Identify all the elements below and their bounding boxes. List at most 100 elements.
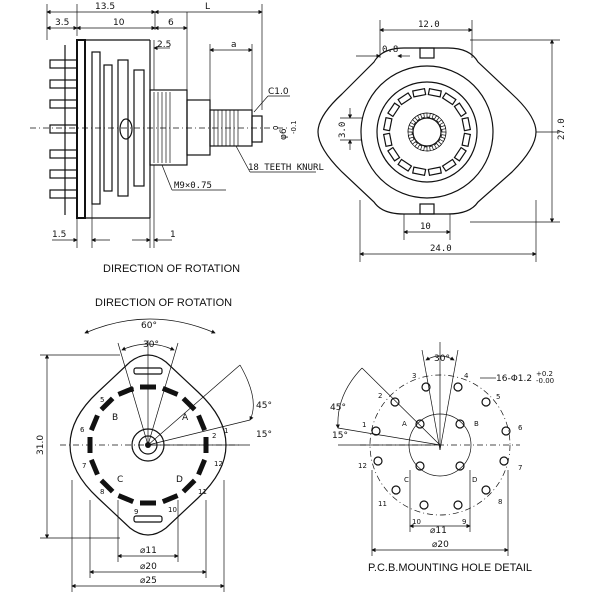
- rot-common-label: D: [176, 475, 183, 485]
- dim-2-5: 2.5: [157, 40, 171, 50]
- slot: [397, 158, 413, 172]
- contact-dash: [181, 396, 197, 412]
- contact-dash: [89, 458, 100, 476]
- contact-dash: [117, 386, 135, 397]
- pcb-terminal-label: 7: [518, 464, 522, 472]
- pcb-common-label: D: [472, 476, 477, 484]
- pcb-terminal-label: 3: [412, 372, 416, 380]
- rot-common-label: A: [182, 413, 189, 423]
- pcb-hole: [391, 485, 401, 495]
- rot-angle-45: 45°: [256, 401, 272, 411]
- dim-6: 6: [168, 18, 174, 28]
- shaft-tol-upper: 0: [272, 126, 280, 130]
- pcb-hole: [371, 426, 381, 436]
- rot-angle-15: 15°: [256, 430, 272, 440]
- pcb-hole: [453, 382, 463, 392]
- dim-24: 24.0: [430, 244, 452, 254]
- pcb-hole: [453, 500, 463, 510]
- rot-terminal-label: 7: [82, 462, 86, 470]
- pcb-common-hole: [455, 461, 465, 471]
- pcb-common-label: C: [404, 476, 409, 484]
- holes-tol-upper: +0.2: [536, 370, 553, 378]
- rot-terminal-label: 10: [168, 506, 177, 514]
- rotation-view: DIRECTION OF ROTATION 60° 30° 45° 15° 12…: [36, 297, 272, 592]
- dim-1-5: 1.5: [52, 230, 66, 240]
- knurl-label: 18 TEETH KNURL: [248, 163, 324, 173]
- dim-31: 31.0: [36, 435, 46, 455]
- thread-label: M9×0.75: [174, 181, 212, 191]
- shaft-dia-label: φ6: [279, 128, 289, 140]
- pcb-hole: [499, 456, 509, 466]
- pcb-hole: [373, 456, 383, 466]
- rot-dia-20: ⌀20: [140, 562, 157, 572]
- contact-dash: [196, 458, 207, 476]
- pcb-terminal-label: 9: [462, 518, 466, 526]
- contact-dash: [89, 414, 100, 432]
- pcb-angle-30: 30°: [434, 354, 450, 364]
- pcb-terminal-label: 8: [498, 498, 502, 506]
- rot-terminal-label: 8: [100, 488, 104, 496]
- slot: [427, 87, 442, 98]
- dim-3-5: 3.5: [55, 18, 69, 28]
- pcb-hole: [390, 397, 400, 407]
- contact-dash: [99, 396, 115, 412]
- pcb-dia-20: ⌀20: [432, 540, 449, 550]
- slot: [461, 117, 472, 132]
- pcb-hole: [481, 485, 491, 495]
- slot: [412, 166, 427, 177]
- knurl-teeth: [407, 112, 447, 152]
- pcb-terminal-label: 2: [378, 392, 382, 400]
- rot-dia-11: ⌀11: [140, 546, 157, 556]
- contact-dash: [140, 384, 156, 390]
- side-terminals: [49, 45, 78, 215]
- slot: [387, 146, 401, 162]
- pcb-hole: [421, 382, 431, 392]
- rot-terminal-label: 1: [224, 427, 228, 435]
- side-view: 3.5 10 6 L 13.5 2.5 a: [30, 2, 324, 275]
- pcb-terminal-label: 11: [378, 500, 387, 508]
- pcb-common-label: A: [402, 420, 407, 428]
- slot: [427, 166, 442, 177]
- rot-common-label: B: [112, 413, 118, 423]
- pcb-terminal-label: 5: [496, 393, 500, 401]
- contact-dash: [99, 478, 115, 494]
- pcb-terminal-label: 1: [362, 421, 366, 429]
- rot-terminal-label: 12: [214, 460, 223, 468]
- pcb-angle-15: 15°: [332, 431, 348, 441]
- pcb-terminal-label: 6: [518, 424, 523, 432]
- rot-terminal-label: 3: [130, 386, 134, 394]
- rot-terminal-label: 2: [212, 432, 216, 440]
- pcb-terminal-label: 12: [358, 462, 367, 470]
- contact-dash: [181, 478, 197, 494]
- contact-dash: [161, 386, 179, 397]
- dim-3: 3.0: [338, 122, 348, 138]
- pcb-common-hole: [415, 461, 425, 471]
- slot: [441, 158, 457, 172]
- dim-a: a: [231, 40, 237, 50]
- slot: [387, 102, 401, 118]
- shaft-tol-lower: -0.1: [290, 120, 298, 134]
- pcb-dia-11: ⌀11: [430, 526, 447, 536]
- slot: [382, 117, 393, 132]
- angle-60: 60°: [141, 321, 157, 331]
- front-view: 12.0 0.8 27.0 3.0 10: [317, 20, 567, 262]
- pcb-hole: [481, 397, 491, 407]
- dim-L: L: [205, 2, 210, 12]
- rotation-caption: DIRECTION OF ROTATION: [95, 297, 232, 309]
- rot-angle-30: 30°: [143, 340, 159, 350]
- rot-terminal-label: 6: [80, 426, 85, 434]
- contact-dash: [196, 414, 207, 432]
- pcb-caption: P.C.B.MOUNTING HOLE DETAIL: [368, 562, 532, 574]
- slot: [453, 102, 467, 118]
- contact-dash: [117, 493, 135, 504]
- pcb-common-hole: [415, 419, 425, 429]
- pcb-angle-45: 45°: [330, 403, 346, 413]
- slot: [412, 87, 427, 98]
- chamfer-label: C1.0: [268, 87, 289, 97]
- dim-10-front: 10: [420, 222, 431, 232]
- slot: [461, 132, 472, 147]
- pcb-common-hole: [455, 419, 465, 429]
- holes-label: 16-Φ1.2: [496, 374, 532, 384]
